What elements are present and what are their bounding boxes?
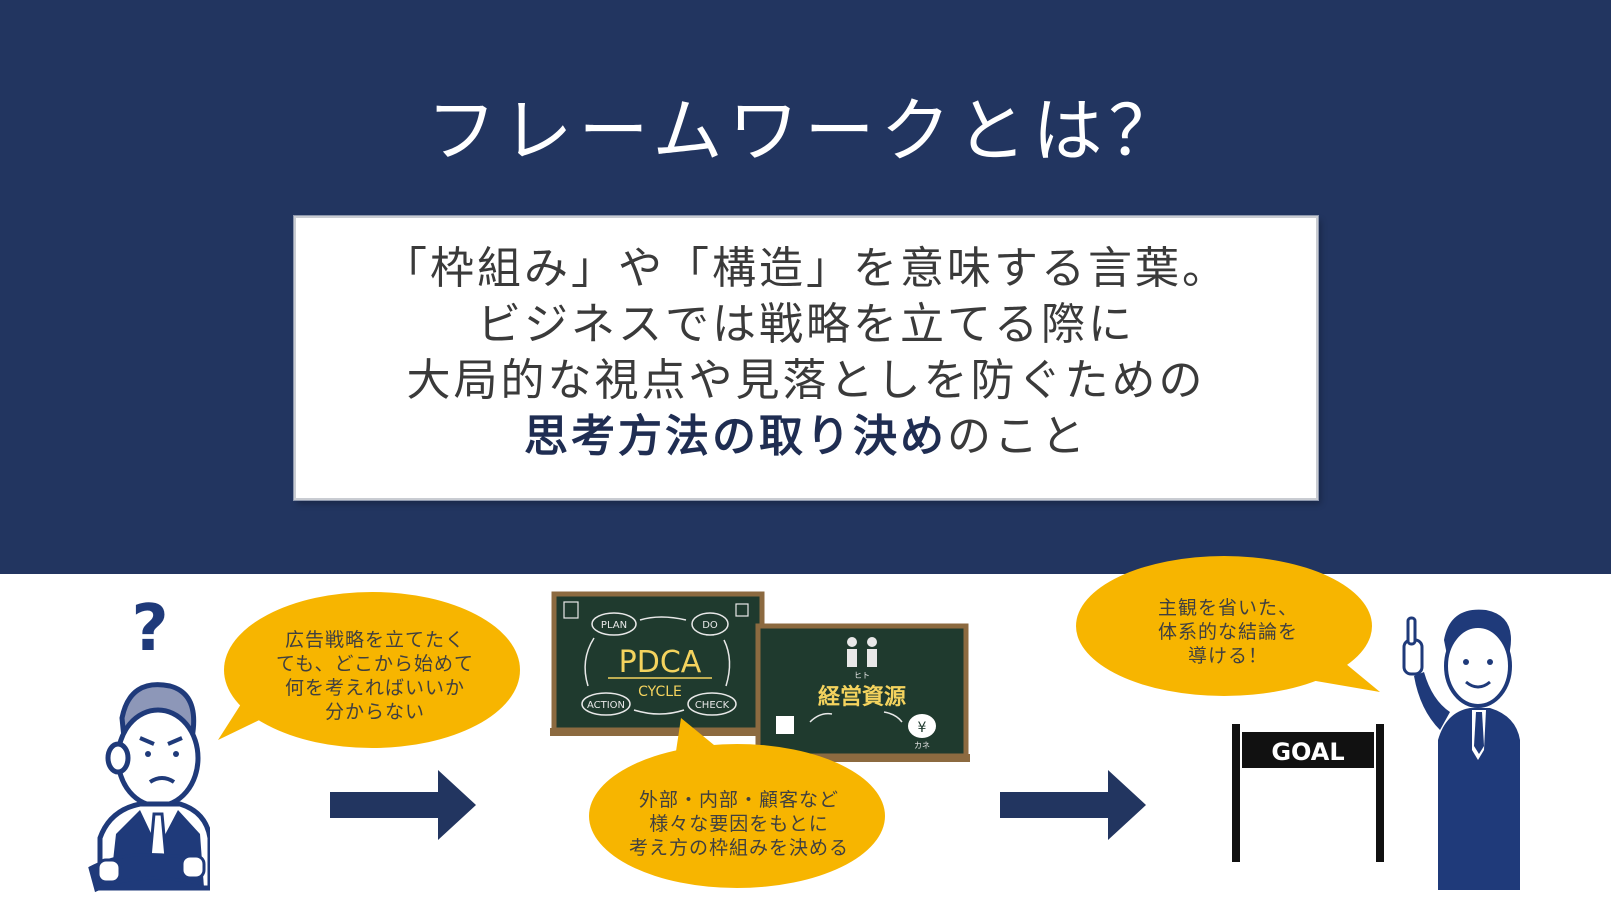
pdca-check-label: CHECK xyxy=(695,700,730,711)
pdca-center-label: PDCA xyxy=(619,645,702,680)
confident-businessman-illustration xyxy=(1402,609,1520,890)
definition-emphasis: 思考方法の取り決め xyxy=(524,411,947,462)
bubble-line: 外部・内部・顧客など xyxy=(638,789,839,811)
bubble-line: 何を考えればいいか xyxy=(284,677,465,699)
pdca-plan-label: PLAN xyxy=(601,620,627,631)
goal-gate-illustration: GOAL xyxy=(1232,724,1384,862)
pdca-do-label: DO xyxy=(702,620,718,631)
definition-box: 「枠組み」や「構造」を意味する言葉。 ビジネスでは戦略を立てる際に 大局的な視点… xyxy=(294,216,1318,500)
definition-tail: のこと xyxy=(947,411,1088,462)
bubble-line: 体系的な結論を xyxy=(1157,621,1298,643)
method-bubble-text: 外部・内部・顧客など 様々な要因をもとに 考え方の枠組みを決める xyxy=(600,788,878,860)
bubble-line: 分からない xyxy=(324,701,425,723)
bubble-line: ても、どこから始めて xyxy=(276,653,474,675)
management-resources-chalkboard: ヒト 経営資源 ¥ カネ xyxy=(754,623,970,762)
pdca-action-label: ACTION xyxy=(587,700,625,711)
slide-title: フレームワークとは？ xyxy=(426,90,1185,172)
result-bubble-text: 主観を省いた、 体系的な結論を 導ける！ xyxy=(1094,596,1362,668)
right-arrow-icon xyxy=(1000,770,1146,840)
definition-line-2: ビジネスでは戦略を立てる際に xyxy=(477,299,1135,350)
definition-line-1: 「枠組み」や「構造」を意味する言葉。 xyxy=(383,243,1229,294)
problem-speech-bubble-shape xyxy=(218,592,520,748)
result-speech-bubble-shape xyxy=(1076,556,1380,696)
definition-line-3: 大局的な視点や見落としを防ぐための xyxy=(406,355,1206,406)
goal-label: GOAL xyxy=(1271,738,1344,766)
pdca-cycle-label: CYCLE xyxy=(638,684,682,700)
confused-businessman-illustration: ? xyxy=(88,598,210,893)
bubble-line: 導ける！ xyxy=(1187,645,1268,667)
problem-bubble-text: 広告戦略を立てたく ても、どこから始めて 何を考えればいいか 分からない xyxy=(235,628,515,724)
bubble-line: 様々な要因をもとに xyxy=(649,813,829,835)
header-band: フレームワークとは？ 「枠組み」や「構造」を意味する言葉。 ビジネスでは戦略を立… xyxy=(0,0,1611,574)
people-label: ヒト xyxy=(854,671,870,680)
bubble-line: 考え方の枠組みを決める xyxy=(628,837,849,859)
money-label: カネ xyxy=(914,741,930,750)
bubble-line: 主観を省いた、 xyxy=(1157,597,1298,619)
yen-icon: ¥ xyxy=(918,720,927,736)
bubble-line: 広告戦略を立てたく xyxy=(284,629,465,651)
definition-line-4: 思考方法の取り決めのこと xyxy=(296,408,1316,466)
resources-label: 経営資源 xyxy=(818,684,906,710)
right-arrow-icon xyxy=(330,770,476,840)
method-speech-bubble-shape xyxy=(589,718,885,888)
question-mark-icon: ? xyxy=(131,598,168,666)
